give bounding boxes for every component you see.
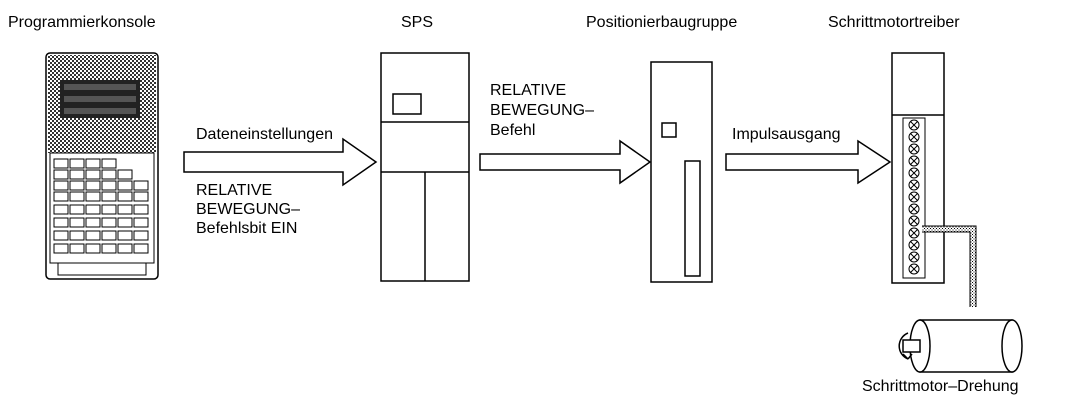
console-title: Programmierkonsole [8,14,156,31]
positioning-module-title: Positionierbaugruppe [586,14,738,31]
arrow-console-to-plc [183,137,378,187]
arrow1-label: Dateneinstellungen [196,126,333,143]
arrow2-line3: Befehl [490,122,536,139]
stepper-motor [898,319,1023,373]
arrow2-line2: BEWEGUNG– [490,102,595,119]
arrow1-sub-line1: RELATIVE [196,182,273,199]
programming-console [45,52,159,280]
arrow1-sub-line3: Befehlsbit EIN [196,220,298,237]
stepper-driver-title: Schrittmotortreiber [828,14,960,31]
console-display [60,80,140,118]
console-keypad [53,158,149,254]
arrow1-sub-line2: BEWEGUNG– [196,201,301,218]
plc-unit [380,52,470,282]
arrow-positioning-to-driver [725,139,892,185]
plc-title: SPS [401,14,434,31]
arrow2-line1: RELATIVE [490,82,567,99]
positioning-module [650,61,713,283]
terminal-screws [908,119,920,275]
stepper-driver [891,52,945,284]
arrow-plc-to-positioning [479,139,652,185]
arrow3-label: Impulsausgang [732,126,841,143]
motor-caption: Schrittmotor–Drehung [862,378,1019,395]
